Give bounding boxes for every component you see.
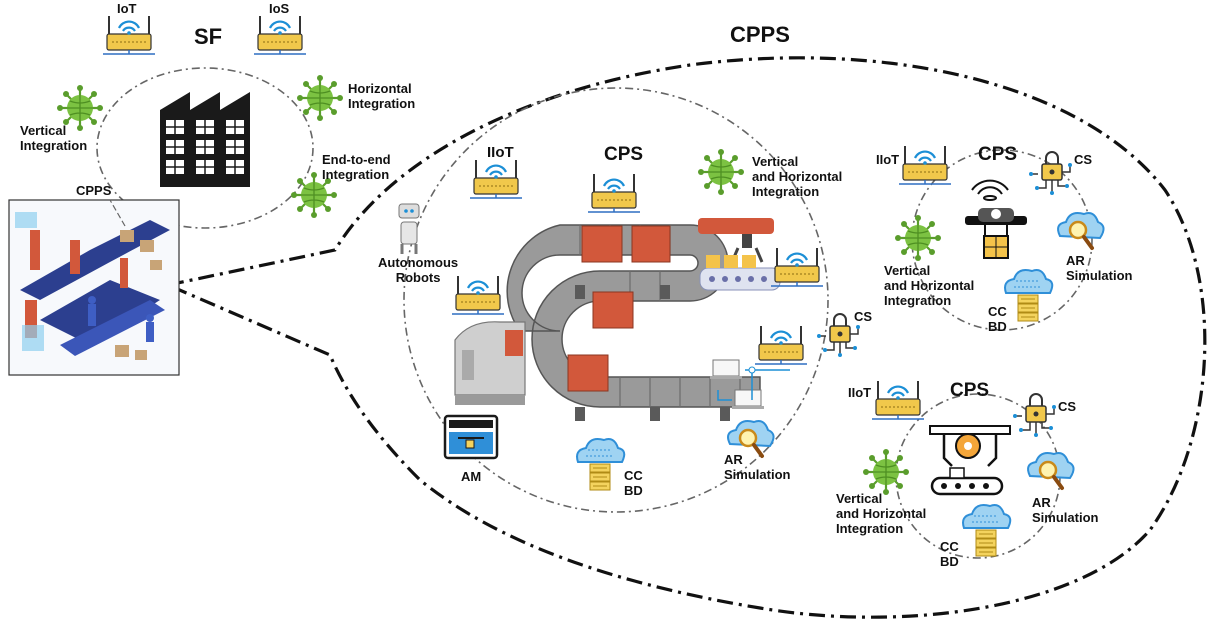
cps-main-iiot-label: IIoT xyxy=(487,144,514,161)
cpps-title: CPPS xyxy=(730,22,790,47)
iiot-router-icon-tr xyxy=(897,144,953,186)
sf-boundary xyxy=(96,67,314,229)
laptop-network-icon xyxy=(710,359,790,409)
cps-br-cs-label: CS xyxy=(1058,399,1077,414)
cc-bd-cloud-database-icon xyxy=(576,438,626,491)
conveyor-icon xyxy=(506,224,761,421)
sf-title: SF xyxy=(194,24,223,49)
cps-tr-cs-label: CS xyxy=(1074,152,1093,167)
robotic-assembly-icon xyxy=(929,425,1011,496)
cs-padlock-icon-tr xyxy=(1028,151,1073,196)
cps-br-iiot-label: IIoT xyxy=(848,385,872,400)
cs-padlock-icon-br xyxy=(1012,393,1057,438)
ios-label: IoS xyxy=(269,1,290,16)
cc-bd-cloud-database-icon-br xyxy=(962,504,1012,557)
drone-icon xyxy=(965,179,1027,259)
ios-router-icon xyxy=(252,14,308,56)
vertical-horizontal-integration-icon-tr xyxy=(893,213,943,263)
vertical-horizontal-integration-icon xyxy=(696,147,746,197)
cps-main-am-label: AM xyxy=(461,469,482,484)
cps-main-title: CPS xyxy=(604,144,644,165)
cps-tr-title: CPS xyxy=(978,144,1018,165)
cpps-boundary xyxy=(162,56,1207,619)
ar-simulation-icon xyxy=(726,419,776,458)
horizontal-integration-icon xyxy=(295,73,345,123)
cps-tr-iiot-label: IIoT xyxy=(876,152,900,167)
cps-main-boundary xyxy=(403,87,829,513)
iiot-router-icon-br xyxy=(870,379,926,421)
vertical-horizontal-integration-icon-br xyxy=(861,447,911,497)
3d-printer-icon xyxy=(443,414,499,460)
robotic-arm-icon xyxy=(698,218,781,291)
cps-br-title: CPS xyxy=(950,380,990,401)
cpps-factory-panel xyxy=(8,199,180,376)
router-icon xyxy=(450,274,506,316)
cc-bd-cloud-database-icon-tr xyxy=(1004,269,1054,322)
router-icon xyxy=(586,172,642,214)
iot-label: IoT xyxy=(117,1,137,16)
ar-simulation-icon-tr xyxy=(1056,211,1106,250)
factory-icon xyxy=(160,92,250,187)
iot-router-icon xyxy=(101,14,157,56)
router-icon xyxy=(753,324,809,366)
iiot-router-icon xyxy=(468,158,524,200)
sf-cpps-label: CPPS xyxy=(76,183,112,198)
router-icon xyxy=(769,246,825,288)
ar-simulation-icon-br xyxy=(1026,451,1076,490)
cnc-machine-icon xyxy=(454,321,526,405)
cps-main-cs-label: CS xyxy=(854,309,873,324)
robot-icon xyxy=(398,203,420,254)
